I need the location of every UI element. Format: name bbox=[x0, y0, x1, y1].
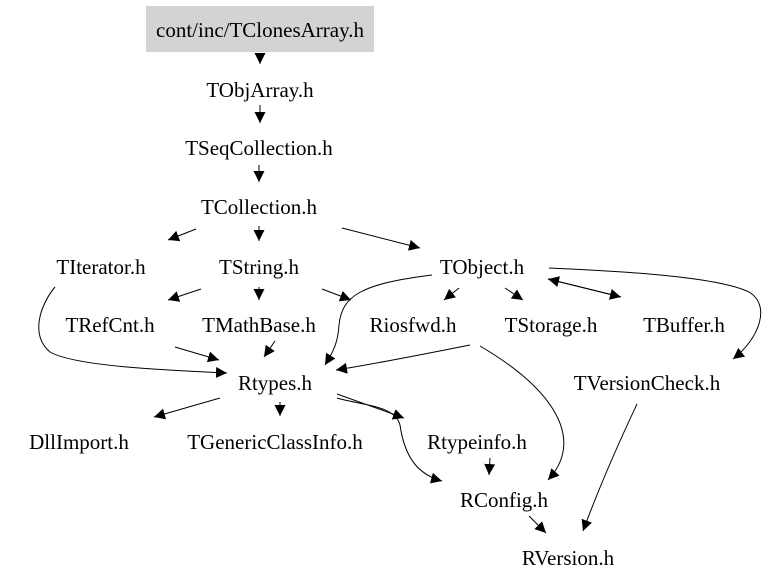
edge-trefcnt-to-rtypes bbox=[174, 346, 220, 363]
edge-rtypes-to-dllimport bbox=[153, 397, 221, 420]
edge-titerator-to-rtypes bbox=[38, 286, 228, 379]
edge-rtypes-to-rconfig bbox=[336, 397, 443, 484]
node-tcollection[interactable]: TCollection.h bbox=[200, 195, 318, 219]
edge-tbuffer-to-tobject bbox=[547, 276, 622, 298]
node-tmathbase[interactable]: TMathBase.h bbox=[202, 313, 316, 337]
edge-tobject-to-tstorage bbox=[504, 287, 524, 301]
edge-tobject-to-rtypes bbox=[324, 274, 433, 366]
node-rconfig[interactable]: RConfig.h bbox=[459, 488, 549, 512]
node-tversioncheck[interactable]: TVersionCheck.h bbox=[573, 371, 721, 395]
node-dllimport[interactable]: DllImport.h bbox=[29, 430, 129, 454]
edge-tcollection-to-tobject bbox=[341, 227, 421, 251]
edge-tstorage-to-rtypes bbox=[335, 344, 471, 374]
edge-tstring-to-trefcnt bbox=[167, 288, 202, 302]
edge-tstorage-to-rconfig bbox=[479, 345, 565, 481]
edge-rtypeinfo-to-rconfig bbox=[484, 457, 496, 476]
node-riosfwd[interactable]: Riosfwd.h bbox=[369, 313, 457, 337]
edge-tmathbase-to-rtypes bbox=[263, 340, 276, 358]
edge-tversioncheck-to-rversion bbox=[581, 403, 638, 532]
edge-tobject-to-riosfwd bbox=[443, 287, 460, 301]
node-tgenericclassinfo[interactable]: TGenericClassInfo.h bbox=[187, 430, 363, 454]
node-rversion[interactable]: RVersion.h bbox=[521, 546, 615, 570]
edge-tcollection-to-titerator bbox=[167, 228, 197, 242]
node-rtypes[interactable]: Rtypes.h bbox=[237, 371, 313, 395]
node-tclonesarray-root[interactable]: cont/inc/TClonesArray.h bbox=[145, 6, 375, 52]
node-tbuffer[interactable]: TBuffer.h bbox=[643, 313, 725, 337]
node-tstring[interactable]: TString.h bbox=[219, 255, 299, 279]
edge-tstring-to-riosfwd bbox=[321, 288, 352, 302]
node-titerator[interactable]: TIterator.h bbox=[56, 255, 146, 279]
edge-tobject-to-tversioncheck bbox=[548, 267, 762, 360]
node-tstorage[interactable]: TStorage.h bbox=[504, 313, 598, 337]
node-rtypeinfo[interactable]: Rtypeinfo.h bbox=[427, 430, 527, 454]
edge-rconfig-to-rversion bbox=[528, 515, 547, 534]
node-tobject[interactable]: TObject.h bbox=[439, 255, 525, 279]
node-tobjarray[interactable]: TObjArray.h bbox=[206, 78, 314, 102]
node-trefcnt[interactable]: TRefCnt.h bbox=[65, 313, 155, 337]
node-tseqcollection[interactable]: TSeqCollection.h bbox=[185, 136, 333, 160]
